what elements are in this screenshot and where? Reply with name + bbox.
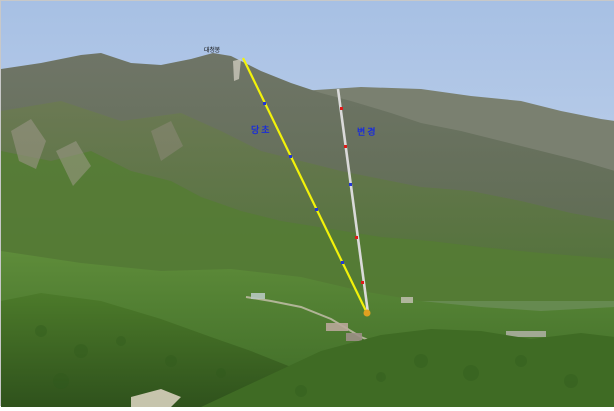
original-route-label: 당초	[251, 126, 272, 136]
original-route-markers	[263, 102, 344, 264]
valley-road	[245, 296, 382, 346]
changed-route-label: 변경	[357, 128, 378, 138]
foreground-right-hill	[201, 329, 614, 407]
changed-route-line	[336, 88, 370, 314]
changed-route-markers	[340, 107, 364, 284]
lower-station-marker	[363, 309, 371, 317]
peak-label: 대청봉	[204, 47, 220, 54]
original-route-line	[242, 57, 368, 314]
